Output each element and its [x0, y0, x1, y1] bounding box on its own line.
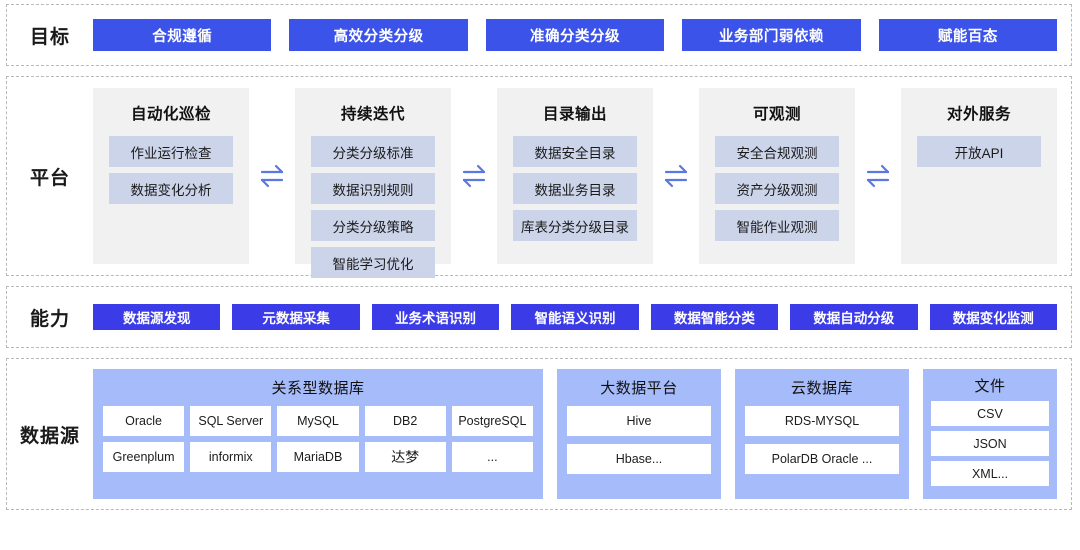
platform-section-label: 平台	[29, 167, 70, 189]
datasource-panel-title: 大数据平台	[600, 380, 678, 397]
platform-column-automated-inspection[interactable]: 自动化巡检 作业运行检查 数据变化分析	[93, 88, 249, 264]
datasource-panel-file: 文件 CSV JSON XML...	[923, 369, 1057, 499]
datasource-item[interactable]: PostgreSQL	[451, 406, 533, 436]
datasource-item-list: CSV JSON XML...	[931, 401, 1049, 486]
datasource-item[interactable]: Oracle	[103, 406, 185, 436]
datasource-item[interactable]: RDS-MYSQL	[745, 406, 899, 436]
platform-column-title: 对外服务	[946, 106, 1011, 123]
goal-chip-low-business-dependency[interactable]: 业务部门弱依赖	[682, 19, 861, 51]
platform-item-list: 开放API	[917, 136, 1041, 167]
ability-chip-intelligent-classification[interactable]: 数据智能分类	[650, 304, 779, 330]
datasource-item-list: RDS-MYSQL PolarDB Oracle ...	[745, 406, 899, 474]
platform-item[interactable]: 开放API	[917, 136, 1041, 167]
platform-item[interactable]: 资产分级观测	[715, 173, 839, 204]
exchange-arrows-icon	[451, 88, 497, 264]
datasource-panel-row: 关系型数据库 Oracle SQL Server MySQL DB2 Postg…	[93, 369, 1057, 499]
datasource-item[interactable]: SQL Server	[190, 406, 272, 436]
datasource-panel-cloud: 云数据库 RDS-MYSQL PolarDB Oracle ...	[735, 369, 909, 499]
ability-chip-metadata-collection[interactable]: 元数据采集	[232, 304, 360, 330]
platform-item[interactable]: 分类分级策略	[311, 210, 435, 241]
datasource-section-body: 关系型数据库 Oracle SQL Server MySQL DB2 Postg…	[93, 369, 1057, 499]
platform-item[interactable]: 安全合规观测	[715, 136, 839, 167]
datasource-panel-bigdata: 大数据平台 Hive Hbase...	[557, 369, 721, 499]
ability-chip-datasource-discovery[interactable]: 数据源发现	[93, 304, 221, 330]
datasource-section-label: 数据源	[19, 425, 80, 447]
goal-section-body: 合规遵循 高效分类分级 准确分类分级 业务部门弱依赖 赋能百态	[93, 19, 1058, 51]
platform-item-list: 数据安全目录 数据业务目录 库表分类分级目录	[513, 136, 637, 241]
platform-item[interactable]: 智能学习优化	[311, 247, 435, 278]
platform-item-list: 分类分级标准 数据识别规则 分类分级策略 智能学习优化	[311, 136, 435, 278]
datasource-item[interactable]: ...	[451, 442, 533, 472]
datasource-section: 数据源 关系型数据库 Oracle SQL Server MySQL DB2 P…	[6, 358, 1072, 510]
goal-section-label: 目标	[29, 26, 70, 48]
goal-chip-efficient-classification[interactable]: 高效分类分级	[289, 19, 468, 51]
platform-column-title: 持续迭代	[340, 106, 405, 123]
goal-chip-row: 合规遵循 高效分类分级 准确分类分级 业务部门弱依赖 赋能百态	[93, 19, 1058, 51]
datasource-item[interactable]: JSON	[931, 431, 1049, 456]
platform-item[interactable]: 智能作业观测	[715, 210, 839, 241]
platform-item[interactable]: 作业运行检查	[109, 136, 233, 167]
ability-section: 能力 数据源发现 元数据采集 业务术语识别 智能语义识别 数据智能分类 数据自动…	[6, 286, 1072, 348]
datasource-item[interactable]: XML...	[931, 461, 1049, 486]
platform-item[interactable]: 库表分类分级目录	[513, 210, 637, 241]
datasource-panel-title: 文件	[974, 378, 1006, 395]
datasource-item[interactable]: MariaDB	[277, 442, 359, 472]
datasource-item[interactable]: CSV	[931, 401, 1049, 426]
ability-chip-business-term-recognition[interactable]: 业务术语识别	[371, 304, 500, 330]
platform-column-title: 目录输出	[542, 106, 607, 123]
platform-item[interactable]: 数据识别规则	[311, 173, 435, 204]
datasource-item[interactable]: informix	[190, 442, 272, 472]
ability-chip-change-monitoring[interactable]: 数据变化监测	[929, 304, 1057, 330]
datasource-panel-relational: 关系型数据库 Oracle SQL Server MySQL DB2 Postg…	[93, 369, 543, 499]
goal-section: 目标 合规遵循 高效分类分级 准确分类分级 业务部门弱依赖 赋能百态	[6, 4, 1072, 66]
platform-item-list: 安全合规观测 资产分级观测 智能作业观测	[715, 136, 839, 241]
datasource-item[interactable]: Greenplum	[103, 442, 185, 472]
platform-column-observability[interactable]: 可观测 安全合规观测 资产分级观测 智能作业观测	[699, 88, 855, 264]
platform-column-continuous-iteration[interactable]: 持续迭代 分类分级标准 数据识别规则 分类分级策略 智能学习优化	[295, 88, 451, 278]
ability-section-label: 能力	[29, 308, 70, 330]
datasource-item[interactable]: DB2	[364, 406, 446, 436]
platform-item[interactable]: 数据安全目录	[513, 136, 637, 167]
ability-chip-automatic-grading[interactable]: 数据自动分级	[790, 304, 918, 330]
goal-chip-enable-ecosystem[interactable]: 赋能百态	[878, 19, 1058, 51]
platform-section: 平台 自动化巡检 作业运行检查 数据变化分析	[6, 76, 1072, 278]
platform-section-body: 自动化巡检 作业运行检查 数据变化分析 持续迭	[93, 88, 1057, 278]
exchange-arrows-icon	[653, 88, 699, 264]
platform-column-row: 自动化巡检 作业运行检查 数据变化分析 持续迭	[93, 88, 1057, 278]
goal-chip-accurate-classification[interactable]: 准确分类分级	[485, 19, 665, 51]
datasource-item[interactable]: MySQL	[277, 406, 359, 436]
datasource-item[interactable]: PolarDB Oracle ...	[745, 444, 899, 474]
platform-item[interactable]: 分类分级标准	[311, 136, 435, 167]
platform-item[interactable]: 数据业务目录	[513, 173, 637, 204]
ability-chip-semantic-recognition[interactable]: 智能语义识别	[511, 304, 639, 330]
goal-chip-compliance[interactable]: 合规遵循	[93, 19, 272, 51]
datasource-item-grid: Oracle SQL Server MySQL DB2 PostgreSQL G…	[103, 406, 533, 472]
ability-chip-row: 数据源发现 元数据采集 业务术语识别 智能语义识别 数据智能分类 数据自动分级 …	[93, 304, 1057, 330]
platform-column-title: 可观测	[752, 106, 801, 123]
exchange-arrows-icon	[249, 88, 295, 264]
datasource-item[interactable]: 达梦	[364, 442, 446, 472]
datasource-panel-title: 关系型数据库	[271, 380, 365, 397]
datasource-item-list: Hive Hbase...	[567, 406, 711, 474]
datasource-panel-title: 云数据库	[790, 380, 853, 397]
platform-item-list: 作业运行检查 数据变化分析	[109, 136, 233, 204]
datasource-item[interactable]: Hbase...	[567, 444, 711, 474]
platform-column-catalog-output[interactable]: 目录输出 数据安全目录 数据业务目录 库表分类分级目录	[497, 88, 653, 264]
platform-column-title: 自动化巡检	[130, 106, 211, 123]
exchange-arrows-icon	[855, 88, 901, 264]
platform-item[interactable]: 数据变化分析	[109, 173, 233, 204]
datasource-item[interactable]: Hive	[567, 406, 711, 436]
platform-column-external-services[interactable]: 对外服务 开放API	[901, 88, 1057, 264]
ability-section-body: 数据源发现 元数据采集 业务术语识别 智能语义识别 数据智能分类 数据自动分级 …	[93, 304, 1057, 330]
